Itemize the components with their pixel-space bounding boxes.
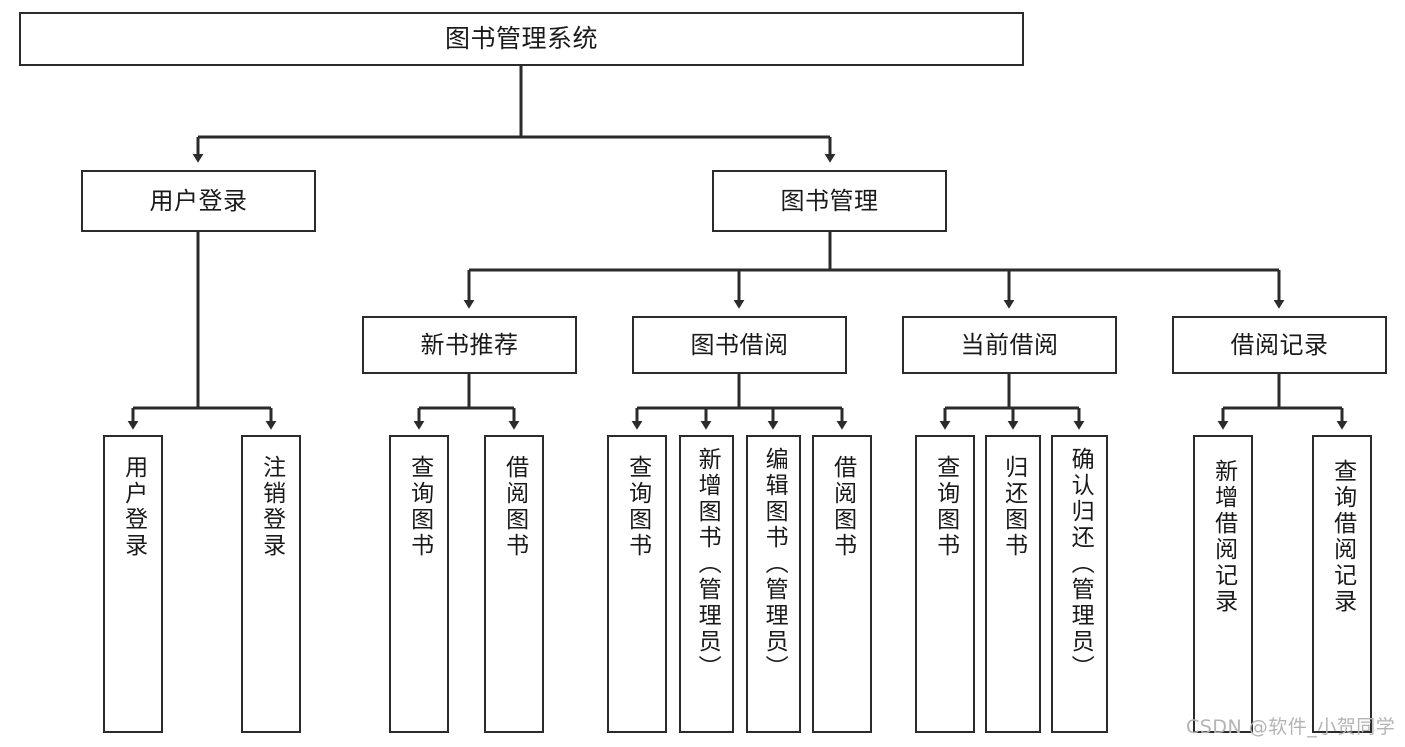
node-book-borrow[interactable]: 图书借阅	[632, 316, 847, 374]
node-borrow-record[interactable]: 借阅记录	[1172, 316, 1387, 374]
node-leaf-borrow-book[interactable]: 借阅图书	[812, 435, 872, 733]
node-current-borrow-label: 当前借阅	[960, 330, 1059, 359]
node-current-borrow[interactable]: 当前借阅	[902, 316, 1117, 374]
node-leaf-borrow-book-label: 借阅图书	[829, 455, 856, 559]
node-leaf-logout[interactable]: 注销登录	[241, 435, 301, 733]
node-leaf-return-book-label: 归还图书	[1000, 455, 1027, 559]
node-leaf-add-borrow-record-label: 新增借阅记录	[1210, 459, 1237, 615]
node-leaf-query-book-recommend-label: 查询图书	[406, 455, 433, 559]
node-leaf-query-borrow-record[interactable]: 查询借阅记录	[1312, 435, 1372, 733]
node-leaf-user-login[interactable]: 用户登录	[103, 435, 163, 733]
node-leaf-confirm-return[interactable]: 确认归还（管理员）	[1051, 435, 1108, 733]
node-leaf-borrow-book-recommend[interactable]: 借阅图书	[484, 435, 544, 733]
node-new-book-recommend-label: 新书推荐	[420, 330, 519, 359]
node-leaf-add-book[interactable]: 新增图书（管理员）	[679, 435, 734, 733]
node-leaf-query-book-recommend[interactable]: 查询图书	[389, 435, 449, 733]
node-leaf-edit-book[interactable]: 编辑图书（管理员）	[746, 435, 801, 733]
node-leaf-add-book-label: 新增图书（管理员）	[694, 447, 721, 681]
node-leaf-logout-label: 注销登录	[258, 455, 285, 559]
node-leaf-user-login-label: 用户登录	[120, 455, 147, 559]
node-leaf-borrow-book-recommend-label: 借阅图书	[501, 455, 528, 559]
node-leaf-query-borrow-record-label: 查询借阅记录	[1329, 459, 1356, 615]
node-user-login[interactable]: 用户登录	[81, 170, 316, 232]
node-leaf-return-book[interactable]: 归还图书	[985, 435, 1041, 733]
node-book-borrow-label: 图书借阅	[690, 330, 789, 359]
node-book-management-label: 图书管理	[780, 186, 879, 215]
node-leaf-query-book-current-label: 查询图书	[932, 455, 959, 559]
node-leaf-edit-book-label: 编辑图书（管理员）	[761, 447, 788, 681]
node-leaf-confirm-return-label: 确认归还（管理员）	[1067, 447, 1094, 681]
node-user-login-label: 用户登录	[149, 186, 248, 215]
node-root[interactable]: 图书管理系统	[19, 12, 1024, 66]
node-new-book-recommend[interactable]: 新书推荐	[362, 316, 577, 374]
node-root-label: 图书管理系统	[444, 24, 598, 54]
node-leaf-add-borrow-record[interactable]: 新增借阅记录	[1193, 435, 1253, 733]
csdn-watermark: CSDN @软件_小贺同学	[1186, 716, 1396, 738]
node-leaf-query-book-borrow-label: 查询图书	[624, 455, 651, 559]
node-leaf-query-book-current[interactable]: 查询图书	[915, 435, 975, 733]
node-leaf-query-book-borrow[interactable]: 查询图书	[607, 435, 667, 733]
node-borrow-record-label: 借阅记录	[1230, 330, 1329, 359]
node-book-management[interactable]: 图书管理	[712, 170, 947, 232]
